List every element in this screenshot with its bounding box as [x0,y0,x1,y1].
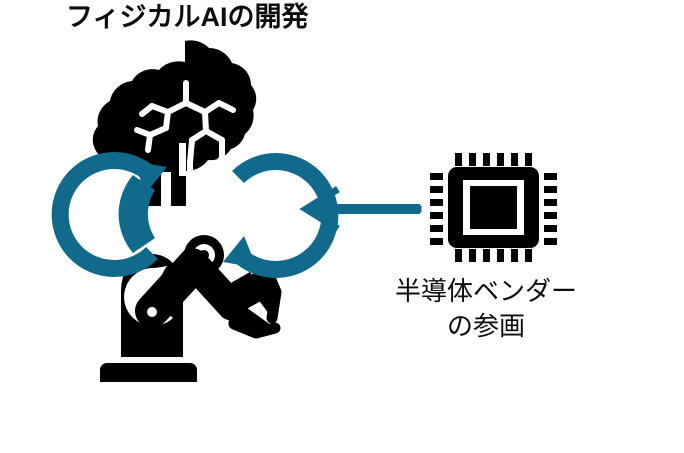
chip-pins-bottom [455,249,532,262]
vendor-caption: 半導体ベンダー の参画 [368,274,604,344]
curved-arrow-up-icon [51,152,167,277]
arrow-left-icon [299,186,422,232]
cpu-chip-icon [430,153,557,262]
chip-pins-top [455,153,532,166]
brain-icon [92,40,257,207]
robot-arm-icon [100,235,282,382]
curved-arrow-down-icon [223,153,339,278]
chip-pins-left [430,173,443,245]
page-title: フィジカルAIの開発 [66,2,309,32]
vendor-caption-line2: の参画 [446,311,525,341]
chip-pins-right [544,173,557,245]
vendor-caption-line1: 半導体ベンダー [394,276,577,306]
